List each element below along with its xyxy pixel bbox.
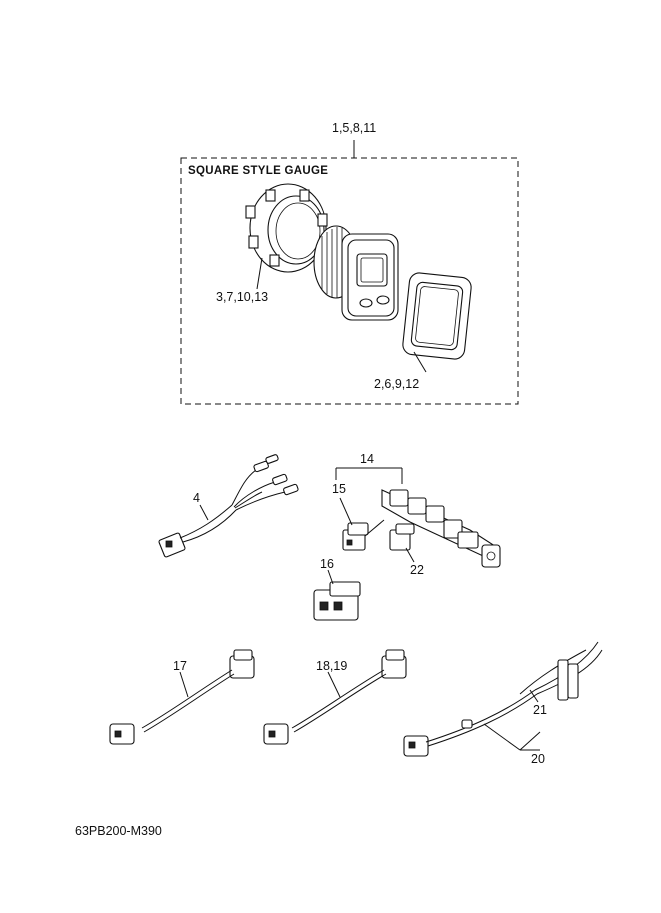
coupler-16 bbox=[313, 581, 361, 621]
leader-harness-4 bbox=[199, 504, 209, 521]
group-title: SQUARE STYLE GAUGE bbox=[188, 165, 329, 177]
callout-harness-4: 4 bbox=[193, 491, 200, 505]
callout-harness-20: 20 bbox=[531, 752, 545, 766]
callout-coupler-15: 15 bbox=[332, 482, 346, 496]
gauge-kit-boundary bbox=[180, 157, 519, 405]
leader-cap-22 bbox=[405, 547, 415, 563]
callout-cap-22: 22 bbox=[410, 563, 424, 577]
leader-cable-17 bbox=[179, 671, 189, 698]
leader-harness-20-b bbox=[519, 731, 541, 751]
wire-harness-4 bbox=[158, 454, 299, 558]
callout-cable-18-19: 18,19 bbox=[316, 659, 348, 673]
extension-cable-17 bbox=[109, 649, 255, 745]
ring-nut bbox=[245, 183, 328, 273]
callout-ring-nut: 3,7,10,13 bbox=[216, 290, 269, 304]
leader-harness-20-a bbox=[483, 723, 521, 751]
leader-coupler-16 bbox=[327, 569, 334, 585]
cap-22 bbox=[389, 523, 415, 551]
sensor-harness-20 bbox=[403, 641, 603, 757]
gauge-gasket bbox=[402, 272, 472, 360]
callout-gasket: 2,6,9,12 bbox=[374, 377, 420, 391]
diagram-code: 63PB200-M390 bbox=[75, 824, 162, 838]
coupler-15 bbox=[342, 522, 369, 551]
leader-ring-nut bbox=[256, 257, 263, 290]
leader-coupler-15 bbox=[339, 497, 353, 526]
junction-block bbox=[381, 489, 501, 568]
callout-connector-block: 14 bbox=[360, 452, 374, 466]
gauge-body bbox=[313, 225, 399, 321]
callout-gauge-assembly: 1,5,8,11 bbox=[332, 121, 377, 135]
callout-item-21: 21 bbox=[533, 703, 547, 717]
callout-coupler-16: 16 bbox=[320, 557, 334, 571]
leader-gasket bbox=[413, 351, 427, 373]
callout-cable-17: 17 bbox=[173, 659, 187, 673]
leader-item-21 bbox=[529, 689, 539, 703]
leader-cable-18-19 bbox=[327, 671, 341, 698]
extension-cable-18-19 bbox=[263, 649, 407, 745]
